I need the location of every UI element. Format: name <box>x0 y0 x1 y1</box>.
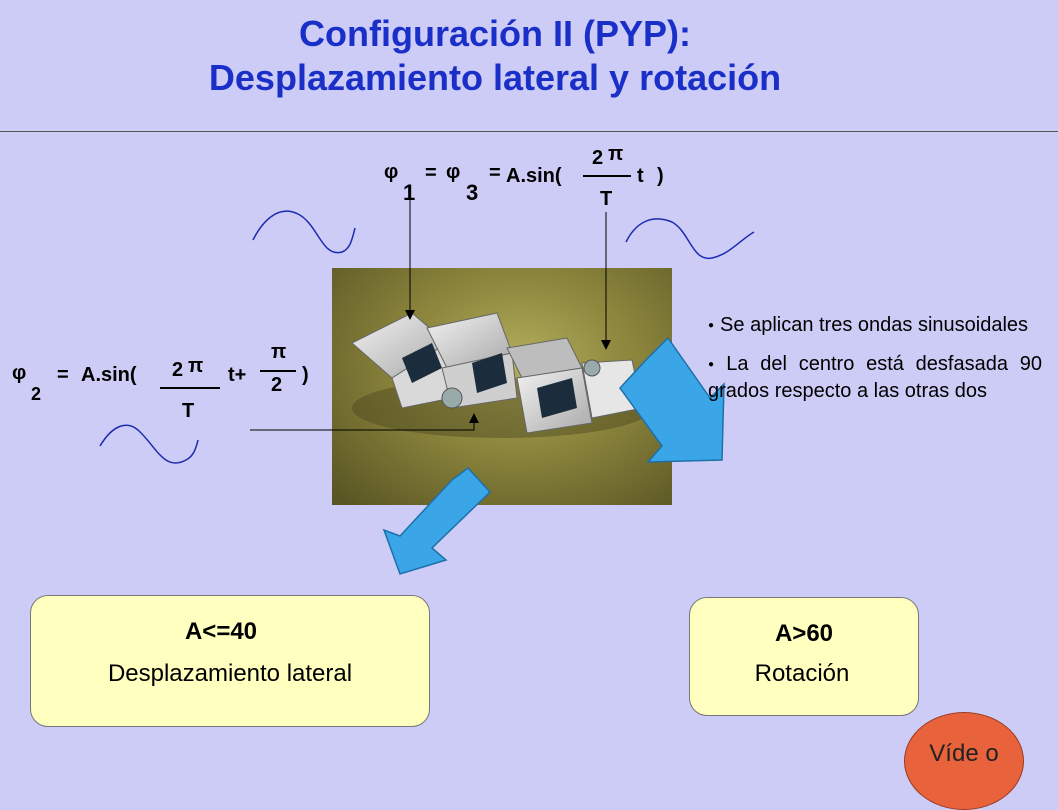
variable-t: t <box>637 165 644 187</box>
box-result-label: Desplazamiento lateral <box>107 660 353 687</box>
fraction-numerator: 2 <box>592 147 604 169</box>
phi-symbol: φ <box>12 362 27 384</box>
sin-function: A.sin( <box>81 364 137 386</box>
list-item: ●La del centro está desfasada 90 grados … <box>708 353 1042 403</box>
fraction-bar <box>260 370 296 372</box>
blue-arrow-right-icon <box>619 336 725 463</box>
fraction-denominator: 2 <box>271 374 283 396</box>
box-condition-label: A>60 <box>774 620 834 647</box>
close-paren: ) <box>657 165 664 187</box>
robot-illustration <box>351 312 652 438</box>
box-result-label: Rotación <box>754 660 850 687</box>
subscript-3: 3 <box>466 180 479 205</box>
fraction-denominator: T <box>600 188 613 210</box>
pi-symbol: π <box>608 143 624 165</box>
equals-sign: = <box>57 364 69 386</box>
slide-title: Configuración II (PYP): Desplazamiento l… <box>0 12 990 100</box>
fraction-numerator: 2 <box>172 359 184 381</box>
fraction-denominator: T <box>182 400 195 422</box>
fraction-bar <box>160 387 220 389</box>
subscript-2: 2 <box>31 384 42 404</box>
wave-sketch-top-left <box>252 210 356 254</box>
title-line-1: Configuración II (PYP): <box>299 13 691 54</box>
box-condition-label: A<=40 <box>184 618 258 645</box>
wave-sketch-top-right <box>625 218 755 259</box>
close-paren: ) <box>302 364 309 386</box>
annotation-overlay <box>99 195 755 575</box>
lateral-displacement-box: A<=40 Desplazamiento lateral <box>30 595 430 727</box>
equals-sign: = <box>489 162 501 184</box>
phi-symbol: φ <box>384 161 399 183</box>
rotation-box: A>60 Rotación <box>689 597 919 716</box>
pi-symbol: π <box>271 341 287 363</box>
video-button-label: Víde o <box>929 740 999 767</box>
sin-function: A.sin( <box>506 165 562 187</box>
bullet-dot-icon: ● <box>708 320 715 332</box>
video-button[interactable]: Víde o <box>904 712 1024 810</box>
t-plus: t+ <box>228 364 247 386</box>
bullet-dot-icon: ● <box>708 359 721 371</box>
pi-symbol: π <box>188 355 204 377</box>
robot-photo <box>332 268 672 505</box>
subscript-1: 1 <box>403 180 416 205</box>
list-item: ●Se aplican tres ondas sinusoidales <box>708 314 1029 336</box>
title-divider <box>0 131 1058 132</box>
blue-arrow-left-icon <box>382 466 492 575</box>
bullet-list: ●Se aplican tres ondas sinusoidales ●La … <box>708 312 1042 417</box>
fraction-bar <box>583 175 631 177</box>
phi-symbol: φ <box>446 161 461 183</box>
equals-sign: = <box>425 162 437 184</box>
wave-sketch-left <box>99 424 199 464</box>
pointer-line-phi2 <box>250 413 479 431</box>
title-line-2: Desplazamiento lateral y rotación <box>208 57 782 98</box>
